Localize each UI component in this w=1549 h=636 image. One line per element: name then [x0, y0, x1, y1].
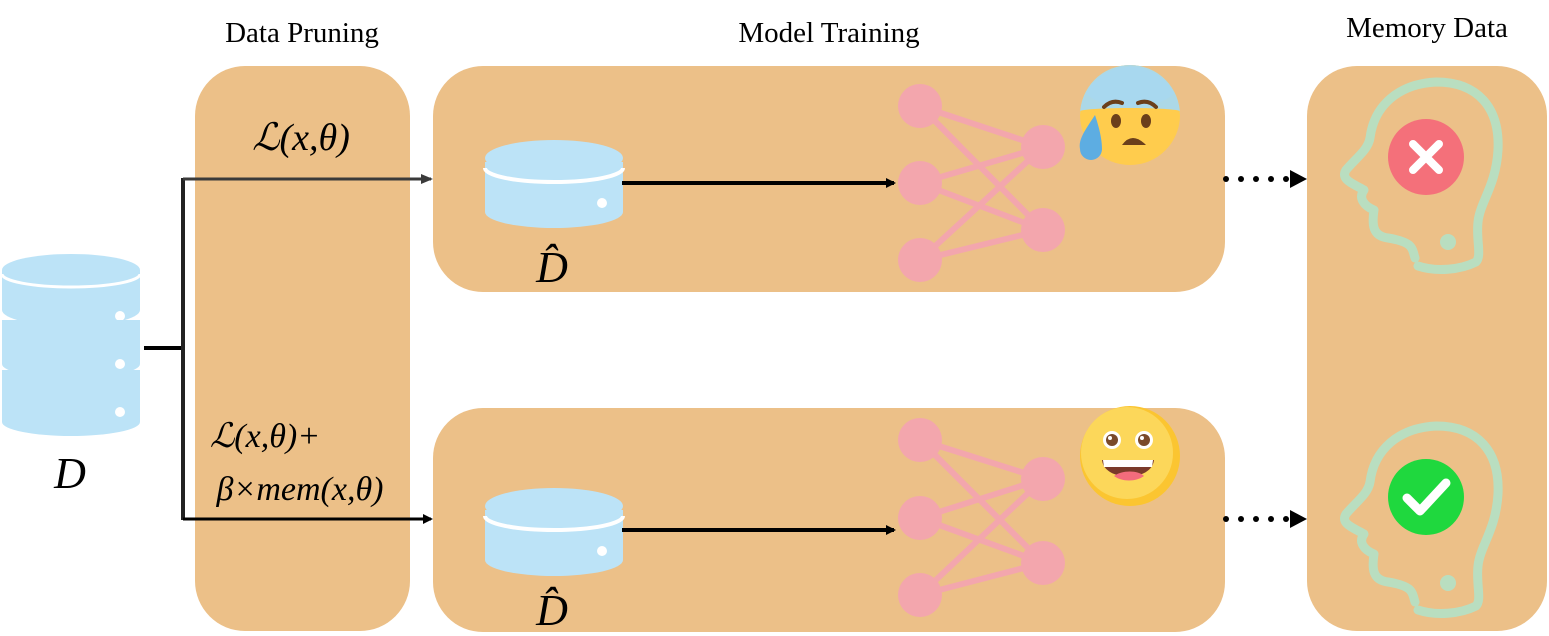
- loss-plus-mem-formula-line2: β×mem(x,θ): [215, 471, 383, 508]
- loss-formula: ℒ(x,θ): [252, 117, 350, 159]
- head-profile-icon-top: [1340, 77, 1503, 274]
- data-pruning-panel: [195, 66, 410, 631]
- pruned-database-icon-bottom: [483, 488, 625, 576]
- head-dot-bottom: [1440, 575, 1456, 591]
- header-memory-data: Memory Data: [1346, 12, 1508, 44]
- neural-network-icon-bottom: [898, 418, 1065, 617]
- loss-plus-mem-formula-line1: ℒ(x,θ)+: [210, 418, 320, 455]
- cross-icon: [1388, 119, 1464, 195]
- neural-network-icon-top: [898, 84, 1065, 282]
- dotted-arrow-bottom: [1223, 510, 1307, 528]
- happy-grin-face-icon: [1080, 406, 1180, 506]
- pruned-label-bottom: D̂: [535, 586, 568, 635]
- pruned-label-top: D̂: [535, 243, 568, 292]
- dataset-label: D: [53, 449, 86, 498]
- header-data-pruning: Data Pruning: [225, 17, 379, 49]
- dataset-database-icon: [0, 254, 143, 436]
- head-profile-icon-bottom: [1340, 421, 1503, 618]
- pruned-database-icon-top: [483, 140, 625, 228]
- branch-lines: [144, 174, 433, 524]
- anxious-sweat-face-icon: [1079, 65, 1180, 165]
- check-icon: [1388, 459, 1464, 535]
- dotted-arrow-top: [1223, 170, 1307, 188]
- head-dot-top: [1440, 234, 1456, 250]
- header-model-training: Model Training: [738, 17, 919, 49]
